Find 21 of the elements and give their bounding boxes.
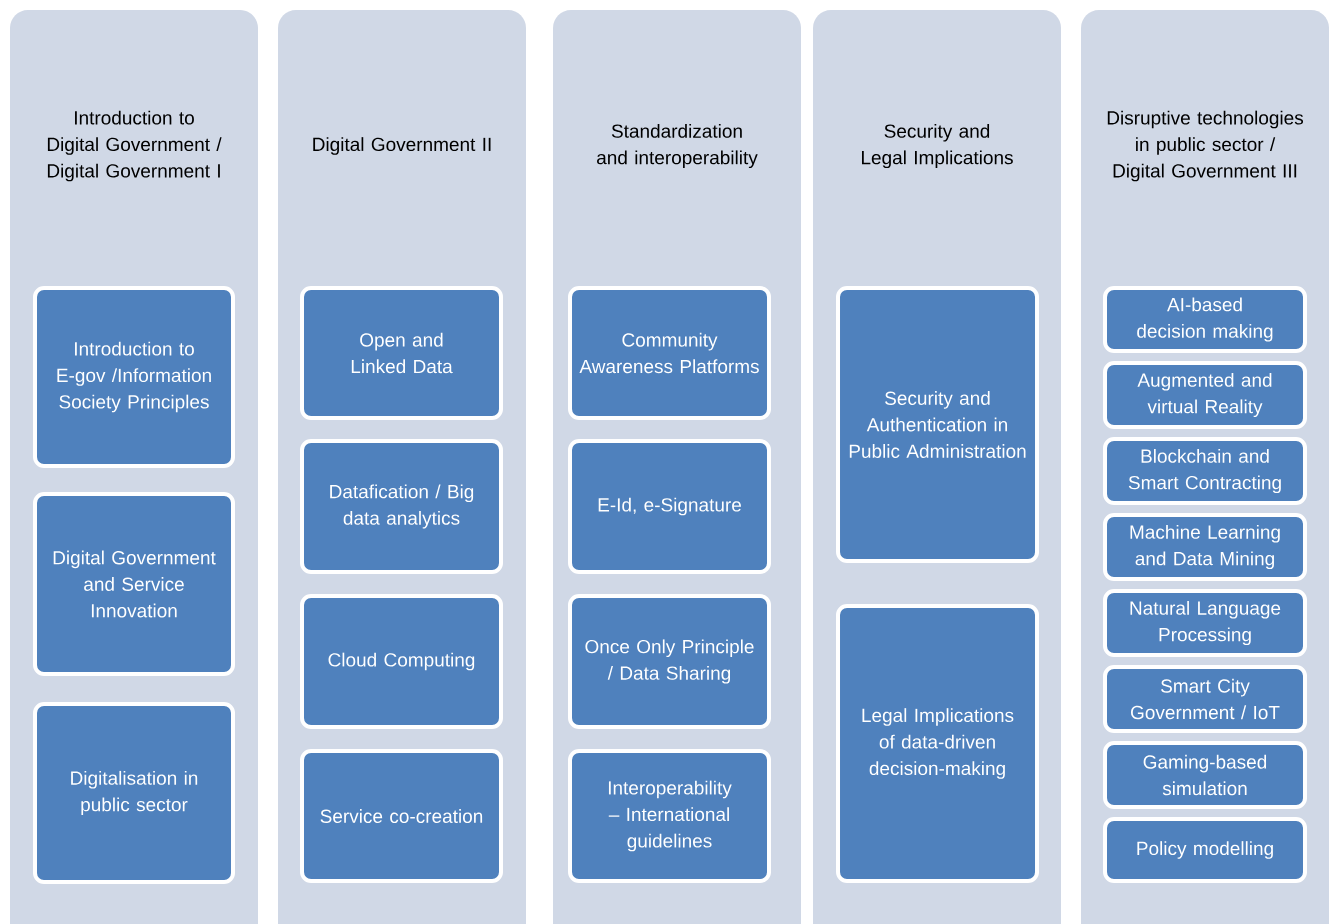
topic-box: Datafication / Big data analytics xyxy=(300,439,503,574)
topic-box: Once Only Principle / Data Sharing xyxy=(568,594,771,729)
topic-box: Legal Implications of data-driven decision-making xyxy=(836,604,1039,883)
topic-box: Interoperability – International guidelines xyxy=(568,749,771,883)
topic-box: Natural Language Processing xyxy=(1103,589,1307,657)
topic-box: Introduction to E-gov /Information Society Principles xyxy=(33,286,235,468)
topic-box: Blockchain and Smart Contracting xyxy=(1103,437,1307,505)
topic-box: E-Id, e-Signature xyxy=(568,439,771,574)
topic-box: Community Awareness Platforms xyxy=(568,286,771,420)
topic-box: Open and Linked Data xyxy=(300,286,503,420)
topic-box: Gaming-based simulation xyxy=(1103,741,1307,809)
topic-box: Digital Government and Service Innovation xyxy=(33,492,235,676)
topic-box: Cloud Computing xyxy=(300,594,503,729)
topic-box: AI-based decision making xyxy=(1103,286,1307,353)
topic-box: Digitalisation in public sector xyxy=(33,702,235,884)
topic-box: Policy modelling xyxy=(1103,817,1307,883)
topic-box: Machine Learning and Data Mining xyxy=(1103,513,1307,581)
topic-box: Smart City Government / IoT xyxy=(1103,665,1307,733)
topic-box: Service co-creation xyxy=(300,749,503,883)
topic-box: Security and Authentication in Public Administration xyxy=(836,286,1039,563)
topic-box: Augmented and virtual Reality xyxy=(1103,361,1307,429)
